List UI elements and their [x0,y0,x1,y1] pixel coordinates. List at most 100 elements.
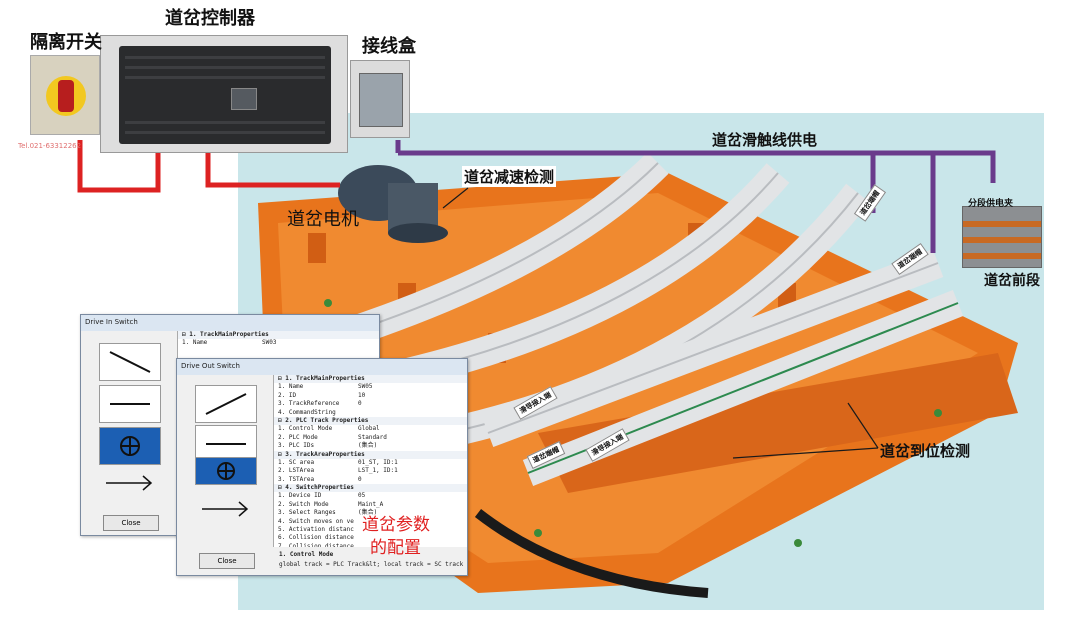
property-key: 3. TSTArea [278,475,315,483]
property-key: 3. Select Ranges [278,509,336,517]
drive-in-cat-1: ⊟ 1. TrackMainProperties [182,331,269,338]
property-value: 0 [358,475,362,483]
label-param-config-line2: 的配置 [370,538,421,558]
switch-controller-photo [100,35,348,153]
arrow-right-icon[interactable] [101,473,161,493]
property-key: ⊟ 4. SwitchProperties [278,484,354,492]
branch-diagonal-icon[interactable] [99,343,161,381]
junction-box-lid [359,73,403,127]
controller-body [119,46,331,144]
property-category-row[interactable]: ⊟ 1. TrackMainProperties [274,375,467,384]
property-row[interactable]: 6. Collision distance [274,534,467,542]
property-row[interactable]: 4. Switch moves on vehi [274,518,467,526]
property-row[interactable]: 1. Device ID 05 [274,492,467,500]
controller-display [231,88,257,110]
property-row[interactable]: 3. PLC IDs (集合) [274,442,467,450]
property-key: 2. ID [278,391,297,399]
property-category-row[interactable]: ⊟ 3. TrackAreaProperties [274,450,467,459]
property-row[interactable]: 3. TrackReference 0 [274,400,467,408]
property-key: 3. PLC IDs [278,442,315,450]
isolator-knob [46,76,86,116]
tel-text: Tel.021-63312262 [18,142,82,150]
property-value: SW05 [358,383,373,391]
property-key: 6. Collision distance [278,534,354,542]
property-category-row[interactable]: ⊟ 4. SwitchProperties [274,484,467,493]
property-row[interactable]: 1. Name SW05 [274,383,467,391]
property-key: 1. Device ID [278,492,322,500]
property-row[interactable]: 2. Switch Mode Maint_A [274,501,467,509]
property-value [354,534,358,542]
drive-out-desc-title: 1. Control Mode [279,551,334,558]
label-position-detect: 道岔到位检测 [880,442,971,460]
straight-icon[interactable] [195,425,257,463]
property-value: 10 [358,391,366,399]
label-power-supply: 道岔滑触线供电 [712,131,818,149]
property-key: 1. SC area [278,458,315,466]
drive-out-icon-panel: Close [177,375,273,575]
property-value: (集合) [358,509,378,517]
property-value: 0 [358,400,362,408]
label-front-segment: 道岔前段 [984,273,1040,289]
property-row[interactable]: 2. ID 10 [274,392,467,400]
property-key: 2. Switch Mode [278,500,329,508]
arrow-right-icon[interactable] [197,499,257,519]
property-row[interactable]: 1. Control Mode Global [274,425,467,433]
property-key: 4. Switch moves on vehi [278,517,354,525]
label-isolation-switch: 隔离开关 [30,32,102,53]
property-value [354,518,358,526]
property-key: 7. Collision distance [278,542,354,547]
property-key: 5. Activation distance [278,526,354,534]
property-row[interactable]: 5. Activation distance [274,526,467,534]
property-value: 01_ST, ID:1 [358,458,398,466]
property-key: 2. PLC Mode [278,433,318,441]
drive-in-prop-value: SW03 [262,339,277,347]
drive-out-title: Drive Out Switch [177,359,467,375]
straight-icon[interactable] [99,385,161,423]
isolation-switch-photo [30,55,100,135]
drive-out-close-button[interactable]: Close [199,553,255,569]
label-junction-box: 接线盒 [362,36,416,57]
label-param-config-line1: 道岔参数 [362,515,430,535]
drive-out-desc-text: global track = PLC Track&lt; local track… [279,561,464,568]
property-value: (集合) [358,442,378,450]
property-key: ⊟ 2. PLC Track Properties [278,416,369,424]
property-value: Standard [358,433,387,441]
label-switch-controller: 道岔控制器 [165,8,255,29]
drive-in-prop-key: 1. Name [182,339,208,347]
property-value [354,526,358,534]
property-row[interactable]: 2. PLC Mode Standard [274,434,467,442]
property-key: 1. Name [278,383,304,391]
property-category-row[interactable]: ⊟ 2. PLC Track Properties [274,416,467,426]
property-value: Global [358,425,380,433]
label-segment-clamp: 分段供电夹 [968,199,1014,209]
property-row[interactable]: 3. TSTArea 0 [274,476,467,484]
label-deceleration-detect: 道岔减速检测 [462,166,557,187]
property-key: 1. Control Mode [278,425,333,433]
branch-diagonal-icon[interactable] [195,385,257,423]
label-switch-motor: 道岔电机 [287,209,359,230]
target-icon[interactable] [195,457,257,485]
drive-out-switch-window: Drive Out Switch Close ⊟ 1. TrackMainPro… [176,358,468,576]
switch-motor-body [338,165,448,243]
property-value [354,409,358,417]
property-row[interactable]: 4. CommandString [274,409,467,417]
drive-in-close-button[interactable]: Close [103,515,159,531]
property-value [354,543,358,547]
property-value: 05 [358,492,366,500]
junction-box-photo [350,60,410,138]
leader-lines [442,187,879,459]
drive-in-title: Drive In Switch [81,315,379,331]
property-row[interactable]: 3. Select Ranges (集合) [274,509,467,517]
target-icon[interactable] [99,427,161,465]
property-key: 4. CommandString [278,408,336,416]
property-key: 3. TrackReference [278,400,340,408]
property-value: LST_1, ID:1 [358,467,398,475]
segment-clamp-photo [962,206,1042,268]
property-row[interactable]: 7. Collision distance [274,543,467,547]
property-key: ⊟ 3. TrackAreaProperties [278,450,365,458]
property-value: Maint_A [358,500,384,508]
property-row[interactable]: 1. SC area 01_ST, ID:1 [274,459,467,467]
drive-in-icon-panel: Close [81,331,177,535]
